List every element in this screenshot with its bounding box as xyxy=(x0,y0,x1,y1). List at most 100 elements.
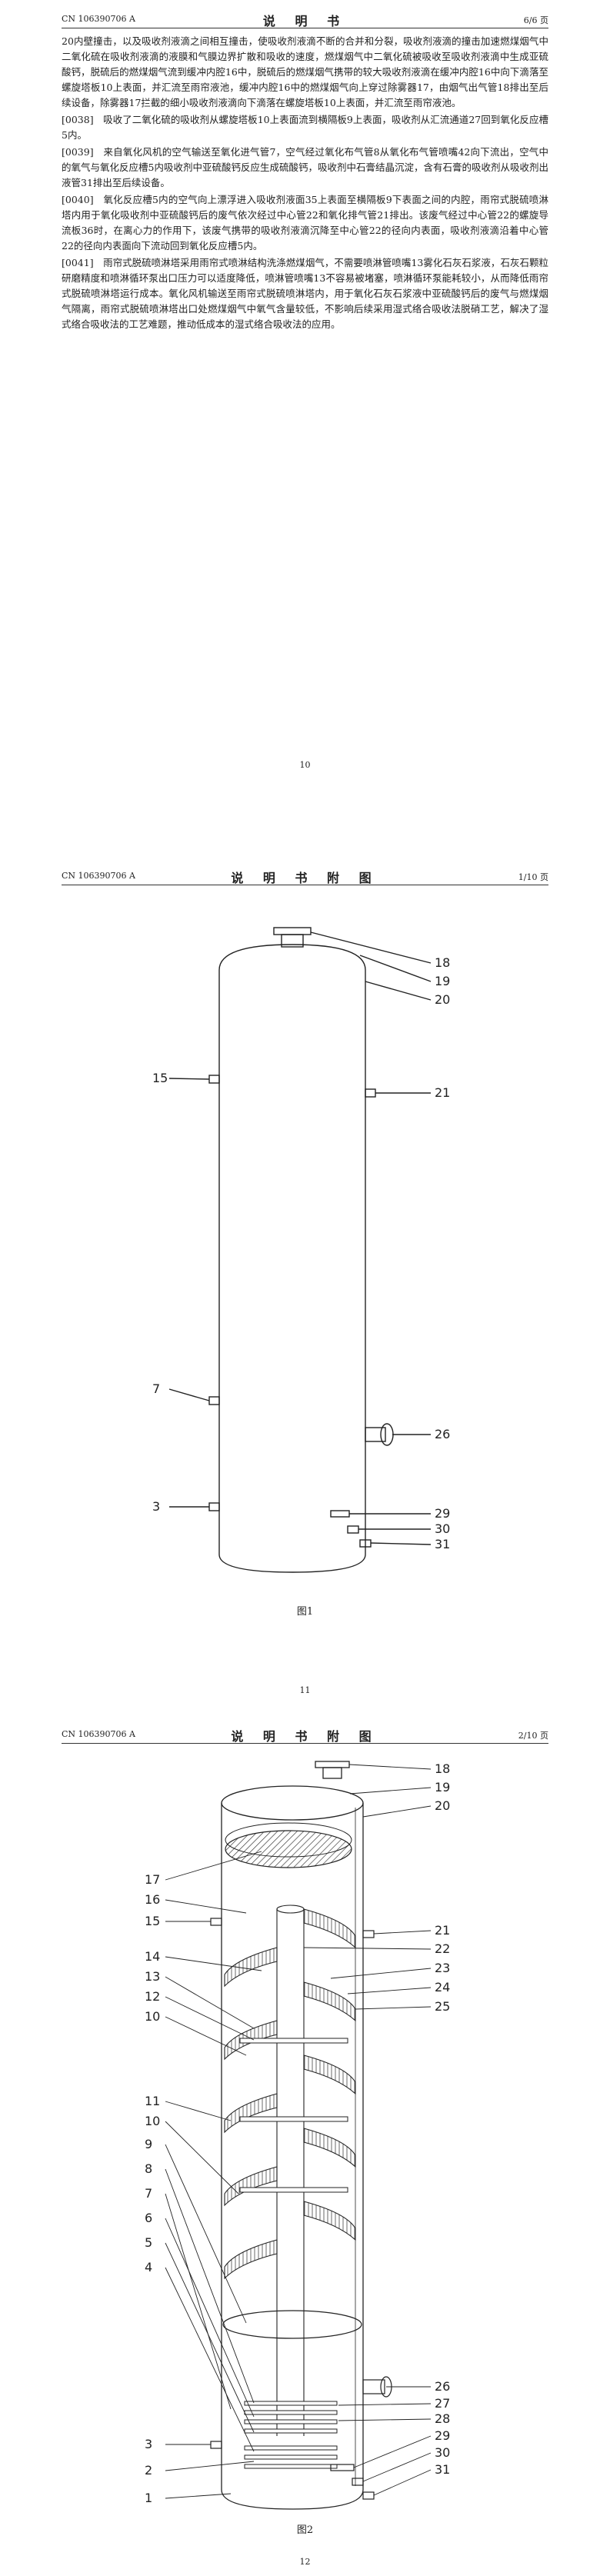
page-1: CN 106390706 A 说 明 书 6/6 页 20内壁撞击，以及吸收剂液… xyxy=(0,0,610,858)
section-title: 说 明 书 附 图 xyxy=(231,1729,379,1744)
demister-17 xyxy=(225,1830,352,1868)
page-number: 11 xyxy=(299,1685,311,1695)
nozzle-29 xyxy=(330,1510,350,1518)
page-3: CN 106390706 A 说 明 书 附 图 2/10 页 xyxy=(0,1717,610,2575)
nozzle-15 xyxy=(208,1075,220,1084)
inlet-pipe-26 xyxy=(365,1427,386,1442)
spiral-tray xyxy=(224,2166,278,2207)
spiral-tray xyxy=(224,2093,278,2134)
callout-label: 17 xyxy=(145,1872,161,1887)
callout-label: 8 xyxy=(145,2161,153,2176)
page-number: 12 xyxy=(299,2557,311,2567)
page-counter: 2/10 页 xyxy=(518,1731,548,1741)
spiral-tray xyxy=(303,1981,356,2022)
callout-label: 3 xyxy=(145,2437,153,2451)
header-rule xyxy=(62,1743,548,1744)
tower-bottom xyxy=(221,2489,364,2510)
callout-label: 19 xyxy=(435,974,451,988)
spiral-tray-group xyxy=(224,1908,356,2280)
callout-label: 21 xyxy=(435,1085,451,1100)
callout-label: 16 xyxy=(145,1892,161,1907)
spray-pipe xyxy=(239,2116,348,2122)
callout-label: 10 xyxy=(145,2114,161,2128)
callout-label: 30 xyxy=(435,1521,451,1536)
callout-label: 10 xyxy=(145,2009,161,2024)
callout-label: 27 xyxy=(435,2396,451,2411)
paragraph: [0040] 氧化反应槽5内的空气向上漂浮进入吸收剂液面35上表面至横隔板9下表… xyxy=(62,194,548,252)
callout-label: 15 xyxy=(152,1071,168,1085)
spiral-tray xyxy=(303,2054,356,2095)
callout-label: 1 xyxy=(145,2491,153,2505)
figure-caption: 图2 xyxy=(296,2524,314,2536)
spray-pipe xyxy=(239,2187,348,2193)
demister-top xyxy=(225,1822,352,1858)
callout-label: 14 xyxy=(145,1949,161,1964)
paragraph: [0038] 吸收了二氧化硫的吸收剂从螺旋塔板10上表面流到横隔板9上表面，吸收… xyxy=(62,114,548,141)
page-counter: 6/6 页 xyxy=(523,15,548,25)
nozzle-15 xyxy=(210,1918,222,1926)
spiral-tray xyxy=(303,1908,356,1949)
callout-label: 6 xyxy=(145,2211,153,2225)
cross-plate-9 xyxy=(222,2310,362,2339)
callout-label: 30 xyxy=(435,2445,451,2460)
nozzle-21 xyxy=(362,1930,375,1938)
callout-label: 21 xyxy=(435,1923,451,1938)
callout-label: 5 xyxy=(145,2235,153,2250)
callout-label: 31 xyxy=(435,1537,451,1551)
tower-bottom xyxy=(218,1554,366,1573)
callout-label: 29 xyxy=(435,2428,451,2443)
section-title: 说 明 书 附 图 xyxy=(231,871,379,885)
inlet-flange-26 xyxy=(380,1423,394,1446)
spray-pipe xyxy=(239,2038,348,2044)
nozzle-31 xyxy=(362,2491,375,2500)
figure-caption: 图1 xyxy=(296,1606,314,1618)
spiral-tray xyxy=(303,2128,356,2168)
paragraph: [0041] 雨帘式脱硫喷淋塔采用雨帘式喷淋结构洗涤燃煤烟气，不需要喷淋管喷嘴1… xyxy=(62,257,548,330)
callout-label: 25 xyxy=(435,1999,451,2014)
page-header: CN 106390706 A 说 明 书 附 图 2/10 页 xyxy=(62,1726,548,1744)
callout-label: 22 xyxy=(435,1941,451,1956)
callout-label: 15 xyxy=(145,1914,161,1928)
patent-number: CN 106390706 A xyxy=(62,14,135,24)
spray-header-group xyxy=(239,2038,348,2193)
page-counter: 1/10 页 xyxy=(518,872,548,882)
callout-label: 3 xyxy=(152,1499,161,1514)
page-header: CN 106390706 A 说 明 书 6/6 页 xyxy=(62,11,548,28)
nozzle-3 xyxy=(208,1502,220,1511)
callout-label: 11 xyxy=(145,2094,161,2108)
callout-label: 9 xyxy=(145,2137,153,2151)
spiral-tray xyxy=(224,2239,278,2280)
callout-label: 31 xyxy=(435,2462,451,2477)
figure-1-drawing xyxy=(168,927,432,1573)
page-number: 10 xyxy=(299,760,311,770)
paragraph: [0039] 来自氧化风机的空气输送至氧化进气管7，空气经过氧化布气管8从氧化布… xyxy=(62,146,548,188)
callout-label: 23 xyxy=(435,1961,451,1975)
callout-label: 4 xyxy=(145,2260,153,2274)
callout-label: 28 xyxy=(435,2411,451,2426)
flue-outlet-pipe xyxy=(322,1767,342,1779)
nozzle-7 xyxy=(208,1396,220,1405)
nozzle-30 xyxy=(352,2478,364,2486)
patent-number: CN 106390706 A xyxy=(62,1729,135,1739)
callout-label: 13 xyxy=(145,1969,161,1984)
callout-label: 7 xyxy=(145,2186,153,2201)
description-body: 20内壁撞击，以及吸收剂液滴之间相互撞击，使吸收剂液滴不断的合并和分裂，吸收剂液… xyxy=(62,34,548,334)
callout-label: 2 xyxy=(145,2463,153,2478)
callout-label: 20 xyxy=(435,1798,451,1813)
callout-label: 7 xyxy=(152,1381,161,1396)
spiral-tray xyxy=(224,1947,278,1988)
callout-label: 18 xyxy=(435,955,451,970)
section-title: 说 明 书 xyxy=(262,14,348,28)
callout-label: 19 xyxy=(435,1780,451,1795)
tower-dome xyxy=(218,944,366,971)
callout-label: 24 xyxy=(435,1980,451,1994)
nozzle-30 xyxy=(347,1525,359,1534)
flue-outlet-flange xyxy=(273,927,312,935)
callout-label: 29 xyxy=(435,1506,451,1521)
callout-label: 20 xyxy=(435,992,451,1007)
callout-label: 12 xyxy=(145,1989,161,2004)
figure-2-drawing xyxy=(165,1761,432,2510)
flue-outlet-pipe xyxy=(281,934,304,948)
paragraph: 20内壁撞击，以及吸收剂液滴之间相互撞击，使吸收剂液滴不断的合并和分裂，吸收剂液… xyxy=(62,35,548,108)
spiral-tray xyxy=(303,2201,356,2241)
